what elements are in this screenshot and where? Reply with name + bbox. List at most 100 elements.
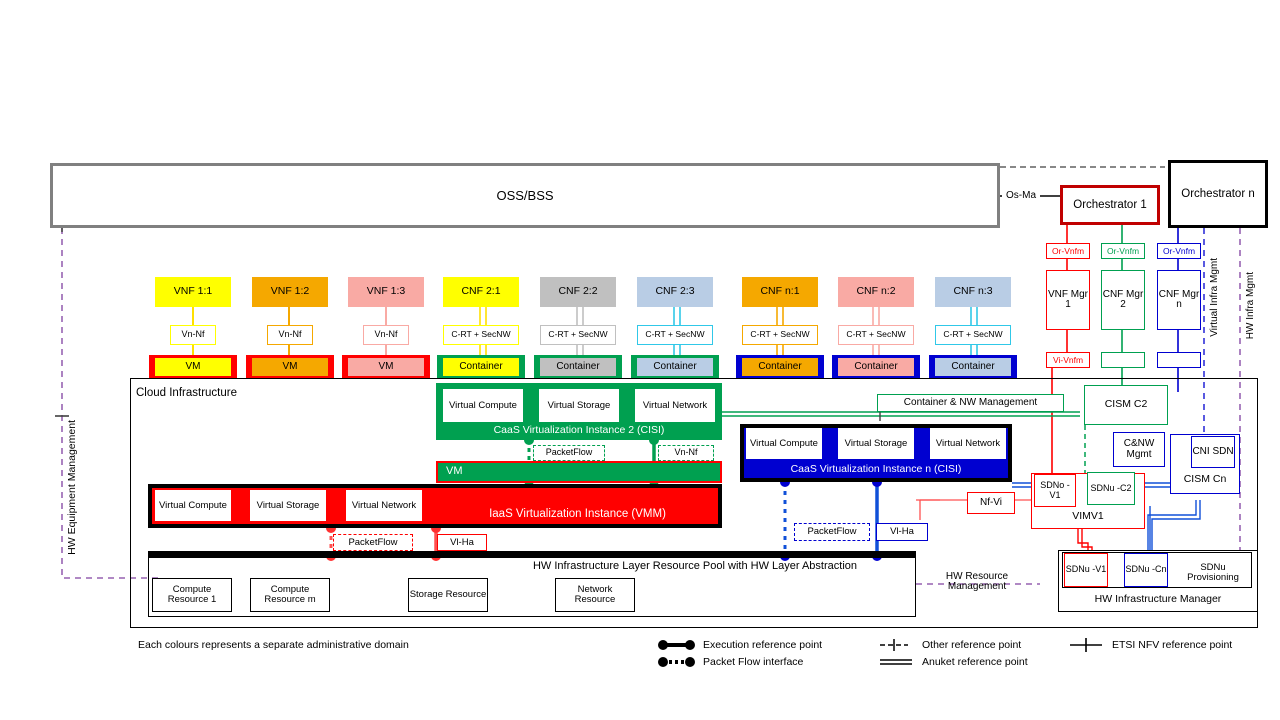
cism-cn-label: CISM Cn: [1183, 473, 1227, 486]
iaas-virtual-network[interactable]: Virtual Network: [344, 488, 424, 523]
cloud-infrastructure-title: Cloud Infrastructure: [136, 387, 237, 399]
interface-box-cnf-n-1[interactable]: C-RT + SecNW: [742, 325, 818, 345]
caas2-virtual-storage[interactable]: Virtual Storage: [539, 389, 619, 422]
orchestrator-1-label: Orchestrator 1: [1073, 198, 1147, 211]
vi-vnfm-green[interactable]: [1101, 352, 1145, 368]
host-box-vm[interactable]: VM: [348, 358, 424, 376]
interface-box-cnf-n-3[interactable]: C-RT + SecNW: [935, 325, 1011, 345]
host-box-container[interactable]: Container: [838, 358, 914, 376]
caas2-virtual-compute[interactable]: Virtual Compute: [443, 389, 523, 422]
function-label: CNF 2:2: [558, 285, 598, 298]
iaas-virtual-storage[interactable]: Virtual Storage: [248, 488, 328, 523]
interface-box-cnf-2-2[interactable]: C-RT + SecNW: [540, 325, 616, 345]
or-vnfm-red[interactable]: Or-Vnfm: [1046, 243, 1090, 259]
function-box-cnf-2-3[interactable]: CNF 2:3: [637, 277, 713, 307]
interface-label: C-RT + SecNW: [846, 329, 906, 340]
sdnu-v1-box[interactable]: SDNu -V1: [1064, 553, 1108, 587]
cnf-mgr-n-box[interactable]: CNF Mgr n: [1157, 270, 1201, 330]
function-box-cnf-2-2[interactable]: CNF 2:2: [540, 277, 616, 307]
vimv1-label: VIMV1: [1072, 510, 1104, 523]
host-box-vm[interactable]: VM: [155, 358, 231, 376]
function-label: CNF n:1: [760, 285, 800, 298]
host-box-container[interactable]: Container: [742, 358, 818, 376]
host-box-container[interactable]: Container: [935, 358, 1011, 376]
or-vnfm-green[interactable]: Or-Vnfm: [1101, 243, 1145, 259]
host-label: VM: [282, 360, 298, 372]
iaas-vl-ha-label[interactable]: Vl-Ha: [437, 534, 487, 551]
function-label: CNF n:2: [856, 285, 896, 298]
caas2-packetflow-label[interactable]: PacketFlow: [533, 445, 605, 461]
iaas-instance[interactable]: [148, 484, 722, 528]
caas2-vn-nf-label[interactable]: Vn-Nf: [658, 445, 714, 461]
host-label: VM: [185, 360, 201, 372]
sdnu-provisioning-label[interactable]: SDNu Provisioning: [1187, 562, 1239, 583]
interface-label: Vn-Nf: [374, 329, 398, 340]
cloud-infrastructure-box: [130, 378, 1258, 628]
host-box-container[interactable]: Container: [637, 358, 713, 376]
host-label: Container: [951, 360, 995, 372]
interface-box-vnf-1-1[interactable]: Vn-Nf: [170, 325, 216, 345]
hw-resource-pool-label: HW Infrastructure Layer Resource Pool wi…: [532, 560, 857, 573]
compute-resource-1[interactable]: Compute Resource 1: [152, 578, 232, 612]
interface-box-cnf-2-1[interactable]: C-RT + SecNW: [443, 325, 519, 345]
or-vnfm-blue[interactable]: Or-Vnfm: [1157, 243, 1201, 259]
cni-sdn-box[interactable]: CNI SDN: [1191, 436, 1235, 468]
host-label: Container: [758, 360, 802, 372]
legend-anuket-label: Anuket reference point: [922, 656, 1028, 668]
function-box-cnf-n-3[interactable]: CNF n:3: [935, 277, 1011, 307]
cism-c2-box[interactable]: CISM C2: [1084, 385, 1168, 425]
caasn-vl-ha-label[interactable]: Vl-Ha: [876, 523, 928, 541]
function-box-cnf-n-2[interactable]: CNF n:2: [838, 277, 914, 307]
caas2-virtual-network[interactable]: Virtual Network: [635, 389, 715, 422]
function-box-vnf-1-3[interactable]: VNF 1:3: [348, 277, 424, 307]
host-label: Container: [854, 360, 898, 372]
function-box-vnf-1-2[interactable]: VNF 1:2: [252, 277, 328, 307]
nf-vi-label[interactable]: Nf-Vi: [967, 492, 1015, 514]
function-box-vnf-1-1[interactable]: VNF 1:1: [155, 277, 231, 307]
host-box-vm[interactable]: VM: [252, 358, 328, 376]
interface-box-vnf-1-2[interactable]: Vn-Nf: [267, 325, 313, 345]
interface-box-cnf-2-3[interactable]: C-RT + SecNW: [637, 325, 713, 345]
caasn-label: CaaS Virtualization Instance n (CISI): [790, 463, 962, 476]
caasn-packetflow-label[interactable]: PacketFlow: [794, 523, 870, 541]
ossbss-box[interactable]: OSS/BSS: [50, 163, 1000, 228]
caasn-virtual-compute[interactable]: Virtual Compute: [746, 428, 822, 459]
cnw-mgmt-box[interactable]: C&NW Mgmt: [1113, 432, 1165, 467]
sdnu-c2-box[interactable]: SDNu -C2: [1087, 472, 1135, 505]
interface-box-vnf-1-3[interactable]: Vn-Nf: [363, 325, 409, 345]
interface-label: Vn-Nf: [181, 329, 205, 340]
legend-packetflow-label: Packet Flow interface: [703, 656, 804, 668]
caas2-vm-bar[interactable]: VM: [436, 461, 722, 483]
vi-vnfm-blue[interactable]: [1157, 352, 1201, 368]
storage-resource[interactable]: Storage Resource: [408, 578, 488, 612]
container-nw-management-box[interactable]: Container & NW Management: [877, 394, 1064, 412]
host-box-container[interactable]: Container: [540, 358, 616, 376]
function-label: VNF 1:3: [366, 285, 406, 298]
interface-label: Vn-Nf: [278, 329, 302, 340]
compute-resource-m[interactable]: Compute Resource m: [250, 578, 330, 612]
function-box-cnf-n-1[interactable]: CNF n:1: [742, 277, 818, 307]
network-resource[interactable]: Network Resource: [555, 578, 635, 612]
hw-resource-pool-bar: [148, 551, 916, 558]
vi-vnfm-red[interactable]: Vi-Vnfm: [1046, 352, 1090, 368]
sdnu-cn-box[interactable]: SDNu -Cn: [1124, 553, 1168, 587]
function-label: VNF 1:1: [173, 285, 213, 298]
orchestrator-n-box[interactable]: Orchestrator n: [1168, 160, 1268, 228]
function-label: VNF 1:2: [270, 285, 310, 298]
sdno-v1-box[interactable]: SDNo -V1: [1034, 474, 1076, 507]
iaas-virtual-compute[interactable]: Virtual Compute: [153, 488, 233, 523]
function-label: CNF n:3: [953, 285, 993, 298]
caasn-virtual-network[interactable]: Virtual Network: [930, 428, 1006, 459]
cnf-mgr-2-box[interactable]: CNF Mgr 2: [1101, 270, 1145, 330]
interface-label: C-RT + SecNW: [750, 329, 810, 340]
interface-box-cnf-n-2[interactable]: C-RT + SecNW: [838, 325, 914, 345]
vnf-mgr-1-box[interactable]: VNF Mgr 1: [1046, 270, 1090, 330]
caasn-virtual-storage[interactable]: Virtual Storage: [838, 428, 914, 459]
host-box-container[interactable]: Container: [443, 358, 519, 376]
function-box-cnf-2-1[interactable]: CNF 2:1: [443, 277, 519, 307]
orchestrator-1-box[interactable]: Orchestrator 1: [1060, 185, 1160, 225]
orchestrator-n-label: Orchestrator n: [1181, 187, 1255, 200]
interface-label: C-RT + SecNW: [645, 329, 705, 340]
iaas-packetflow-label[interactable]: PacketFlow: [333, 534, 413, 551]
hw-resource-management-label: HW Resource Management: [945, 570, 1009, 592]
